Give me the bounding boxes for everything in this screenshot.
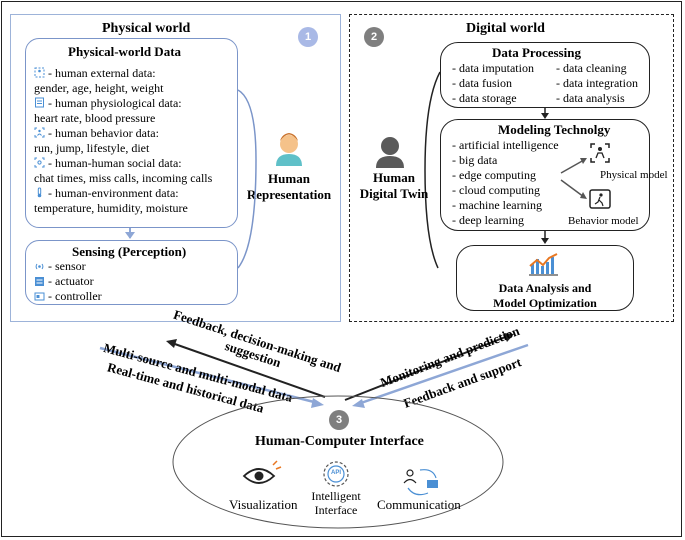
human-digital-twin-label: Human Digital Twin [359, 170, 429, 201]
feedback-decision-arrow [166, 339, 326, 398]
physical-data-detail: gender, age, height, weight [34, 81, 164, 95]
arrow-to-behavior-model [560, 179, 587, 199]
actuator-icon [35, 277, 44, 286]
digital-world-panel [349, 14, 674, 322]
hci-item-label: Visualization [229, 497, 298, 512]
optimization-box [456, 245, 634, 311]
sensing-item-label: - controller [48, 289, 102, 303]
modeling-technology-title: Modeling Technolgy [498, 122, 611, 137]
hci-item-label: Communication [377, 497, 461, 512]
arrow-to-physical-model [560, 158, 587, 174]
sensing-item-label: - actuator [48, 274, 94, 288]
multi-source-arrow [99, 346, 324, 408]
sensing-item-label: - sensor [48, 259, 86, 273]
physical-world-data-title: Physical-world Data [68, 44, 182, 59]
person-avatar-icon [276, 133, 302, 166]
data-processing-item: - data cleaning [556, 61, 627, 75]
hci-title: Human-Computer Interface [255, 434, 424, 449]
physical-world-title: Physical world [102, 21, 191, 36]
arrow-modeling-to-optimization [541, 231, 549, 244]
eye-icon [242, 460, 282, 484]
communication-icon [403, 469, 438, 496]
api-icon-text: API [330, 470, 341, 476]
arrow-processing-to-modeling [541, 108, 549, 119]
data-processing-item: - data analysis [556, 91, 625, 105]
physical-world-data-box [25, 38, 238, 228]
body-outline-icon [34, 67, 45, 78]
sensor-icon [35, 263, 44, 270]
feedback-support-arrow [352, 343, 529, 408]
modeling-technology-box [440, 119, 650, 231]
data-processing-item: - data integration [556, 76, 638, 90]
controller-icon [34, 292, 45, 301]
digital-twin-person-icon [376, 137, 404, 168]
data-processing-title: Data Processing [492, 45, 581, 60]
behavior-model-label: Behavior model [568, 215, 639, 227]
modeling-item: - cloud computing [452, 183, 540, 197]
behavior-scan-icon [34, 127, 45, 138]
step-number-3: 3 [329, 410, 349, 430]
modeling-item: - artificial intelligence [452, 138, 559, 152]
physical-world-panel [10, 14, 341, 322]
sensing-box [25, 240, 238, 305]
step-number-1: 1 [298, 27, 318, 47]
physical-data-label: - human physiological data: [48, 96, 182, 110]
thermometer-icon [37, 187, 42, 198]
social-scan-icon [34, 157, 45, 168]
data-processing-box [440, 42, 650, 108]
modeling-item: - machine learning [452, 198, 542, 212]
monitor-icon [35, 97, 44, 108]
physical-data-label: - human-environment data: [48, 186, 179, 200]
physical-data-detail: run, jump, lifestyle, diet [34, 141, 150, 155]
api-icon [323, 461, 349, 487]
optimization-label: Data Analysis and Model Optimization [493, 281, 597, 310]
monitoring-arrow [344, 333, 514, 401]
physical-model-icon [590, 143, 610, 163]
sensing-title: Sensing (Perception) [72, 244, 187, 259]
modeling-item: - deep learning [452, 213, 524, 227]
data-processing-item: - data fusion [452, 76, 512, 90]
behavior-model-icon [589, 189, 611, 209]
digital-world-title: Digital world [466, 21, 545, 36]
physical-data-label: - human-human social data: [48, 156, 182, 170]
physical-data-detail: chat times, miss calls, incoming calls [34, 171, 213, 185]
modeling-item: - edge computing [452, 168, 536, 182]
physical-model-label: Physical model [600, 169, 668, 181]
human-representation-label: Human Representation [246, 171, 332, 202]
physical-data-detail: heart rate, blood pressure [34, 111, 156, 125]
physical-data-label: - human behavior data: [48, 126, 159, 140]
modeling-item: - big data [452, 153, 498, 167]
physical-data-label: - human external data: [48, 66, 156, 80]
step-number-2: 2 [364, 27, 384, 47]
data-processing-item: - data storage [452, 91, 517, 105]
physical-data-detail: temperature, humidity, moisture [34, 201, 188, 215]
hci-item-label: Intelligent Interface [311, 489, 361, 517]
data-processing-item: - data imputation [452, 61, 534, 75]
